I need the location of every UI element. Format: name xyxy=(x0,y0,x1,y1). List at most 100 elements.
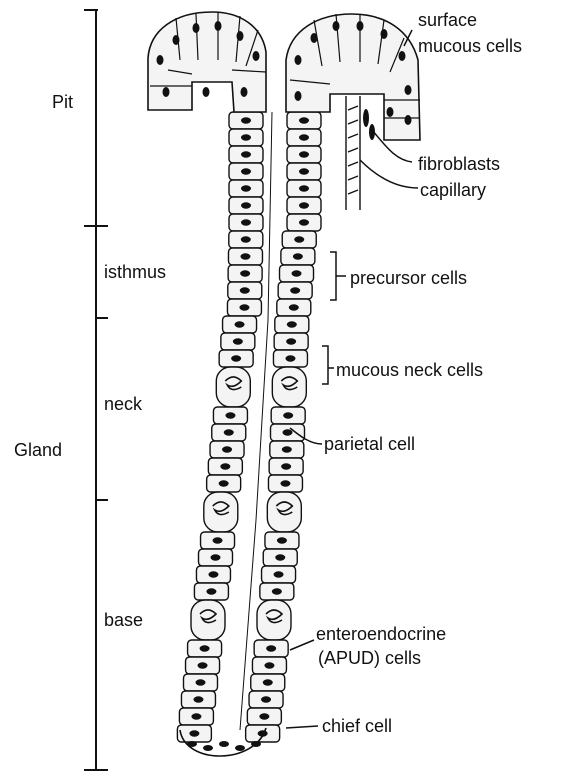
cell-nucleus xyxy=(263,679,273,685)
label-precursor-cells: precursor cells xyxy=(350,268,467,288)
left-wall-cell xyxy=(204,492,238,532)
cell-nucleus xyxy=(189,730,199,736)
cell-nucleus xyxy=(299,134,309,140)
label-enteroendocrine: enteroendocrine xyxy=(316,624,446,644)
cell-nucleus xyxy=(219,480,229,486)
cell-nucleus xyxy=(241,185,251,191)
right-wall-cell xyxy=(267,492,301,532)
cell-nucleus xyxy=(240,287,250,293)
cell-nucleus xyxy=(299,219,309,225)
cell-nucleus xyxy=(275,554,285,560)
cell-nucleus xyxy=(193,696,203,702)
cell-nucleus xyxy=(241,236,251,242)
base-cell-nucleus xyxy=(219,741,229,747)
surface-cell-nucleus xyxy=(333,21,340,31)
surface-cell-nucleus xyxy=(253,51,260,61)
cell-nucleus xyxy=(200,645,210,651)
label-gland: Gland xyxy=(14,440,62,460)
surface-cell-nucleus xyxy=(295,91,302,101)
left-wall-cell xyxy=(191,600,225,640)
cell-nucleus xyxy=(274,571,284,577)
right-wall-cell xyxy=(272,367,306,407)
cell-nucleus xyxy=(287,321,297,327)
label-mucous-neck-cells: mucous neck cells xyxy=(336,360,483,380)
cell-nucleus xyxy=(239,304,249,310)
base-cell-nucleus xyxy=(235,745,245,751)
cell-nucleus xyxy=(220,463,230,469)
surface-cell-nucleus xyxy=(295,55,302,65)
surface-cell-nucleus xyxy=(387,107,394,117)
cell-nucleus xyxy=(222,446,232,452)
cell-nucleus xyxy=(290,287,300,293)
cell-nucleus xyxy=(241,134,251,140)
cell-nucleus xyxy=(241,202,251,208)
cell-nucleus xyxy=(277,537,287,543)
cell-nucleus xyxy=(294,236,304,242)
cell-nucleus xyxy=(282,446,292,452)
cell-nucleus xyxy=(241,219,251,225)
cell-nucleus xyxy=(299,168,309,174)
left-wall-cell xyxy=(216,367,250,407)
surface-cell-nucleus xyxy=(157,55,164,65)
label-isthmus: isthmus xyxy=(104,262,166,282)
cell-nucleus xyxy=(231,355,241,361)
cell-nucleus xyxy=(283,429,293,435)
cell-nucleus xyxy=(240,270,250,276)
cell-nucleus xyxy=(241,168,251,174)
label-chief-cell: chief cell xyxy=(322,716,392,736)
label-pit: Pit xyxy=(52,92,73,112)
base-cell-nucleus xyxy=(203,745,213,751)
cell-nucleus xyxy=(213,537,223,543)
cell-nucleus xyxy=(261,696,271,702)
label-fibroblasts: fibroblasts xyxy=(418,154,500,174)
cell-nucleus xyxy=(272,588,282,594)
cell-nucleus xyxy=(299,185,309,191)
surface-cell-nucleus xyxy=(241,87,248,97)
scale-bar xyxy=(84,10,108,770)
base-cell-nucleus xyxy=(187,741,197,747)
cell-nucleus xyxy=(289,304,299,310)
surface-cell-nucleus xyxy=(405,115,412,125)
surface-cap-left xyxy=(148,12,266,112)
cell-nucleus xyxy=(225,412,235,418)
label-capillary: capillary xyxy=(420,180,486,200)
cell-nucleus xyxy=(191,713,201,719)
label-surface: surface xyxy=(418,10,477,30)
cell-nucleus xyxy=(241,117,251,123)
cell-nucleus xyxy=(208,571,218,577)
cell-nucleus xyxy=(206,588,216,594)
cell-nucleus xyxy=(264,662,274,668)
surface-cell-nucleus xyxy=(405,85,412,95)
cell-nucleus xyxy=(196,679,206,685)
base-cell-nucleus xyxy=(251,741,261,747)
right-wall-cell xyxy=(257,600,291,640)
label-apud-cells: (APUD) cells xyxy=(318,648,421,668)
cell-nucleus xyxy=(299,117,309,123)
label-mucous-cells: mucous cells xyxy=(418,36,522,56)
label-base: base xyxy=(104,610,143,630)
surface-cell-nucleus xyxy=(203,87,210,97)
cell-nucleus xyxy=(299,151,309,157)
label-neck: neck xyxy=(104,394,143,414)
cell-nucleus xyxy=(211,554,221,560)
capillary xyxy=(346,96,360,210)
cell-nucleus xyxy=(241,151,251,157)
cell-nucleus xyxy=(240,253,250,259)
cell-nucleus xyxy=(283,412,293,418)
cell-nucleus xyxy=(286,338,296,344)
cell-nucleus xyxy=(299,202,309,208)
cell-nucleus xyxy=(293,253,303,259)
gland-epithelium xyxy=(177,112,321,756)
cell-nucleus xyxy=(224,429,234,435)
cell-nucleus xyxy=(235,321,245,327)
cell-nucleus xyxy=(281,463,291,469)
cell-nucleus xyxy=(198,662,208,668)
fibroblast-cells xyxy=(363,109,375,140)
label-parietal-cell: parietal cell xyxy=(324,434,415,454)
cell-nucleus xyxy=(285,355,295,361)
cell-nucleus xyxy=(233,338,243,344)
cell-nucleus xyxy=(259,713,269,719)
surface-cell-nucleus xyxy=(399,51,406,61)
